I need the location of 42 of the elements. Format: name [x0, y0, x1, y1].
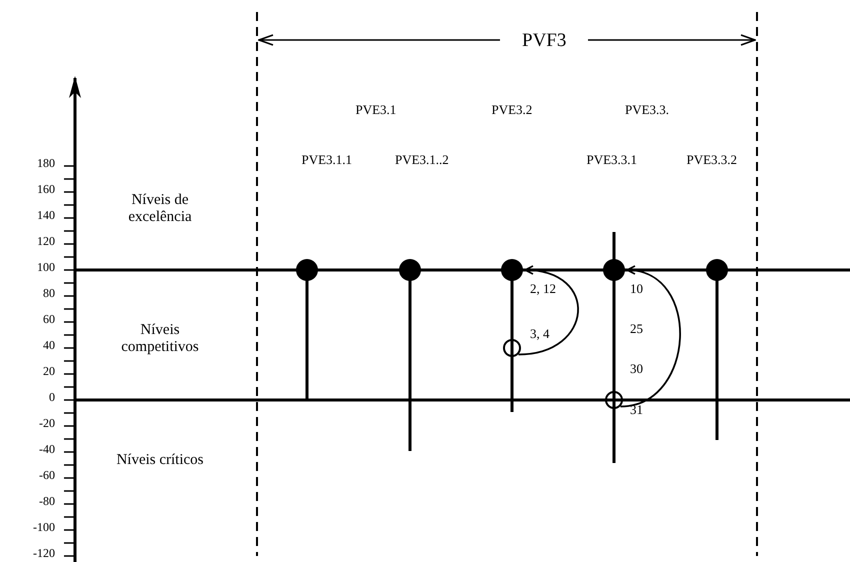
tick-label: 60	[43, 313, 55, 327]
tick-label: 160	[37, 183, 55, 197]
filled-dot	[399, 259, 421, 281]
filled-dot	[296, 259, 318, 281]
value-label: 2, 12	[530, 282, 556, 297]
column-label: PVE3.2	[492, 103, 532, 118]
column-label: PVE3.3.	[625, 103, 670, 118]
tick-label: -20	[39, 417, 55, 431]
tick-label: 140	[37, 209, 55, 223]
tick-label: 0	[49, 391, 55, 405]
tick-label: 80	[43, 287, 55, 301]
tick-label: -100	[33, 521, 55, 535]
column-label: PVE3.1..2	[395, 153, 449, 168]
level-label: Níveis competitivos	[120, 322, 200, 356]
span-label: PVF3	[522, 30, 566, 52]
curved-arrow	[518, 266, 579, 356]
value-label: 10	[630, 282, 643, 297]
value-label: 25	[630, 322, 643, 337]
open-circle	[605, 391, 623, 409]
value-label: 30	[630, 362, 643, 377]
column-label: PVE3.1	[356, 103, 396, 118]
filled-dot	[706, 259, 728, 281]
tick-label: -80	[39, 495, 55, 509]
column-label: PVE3.3.2	[686, 153, 738, 168]
tick-label: 100	[37, 261, 55, 275]
curved-arrow	[620, 266, 681, 408]
filled-dot	[603, 259, 625, 281]
filled-dot	[501, 259, 523, 281]
tick-label: -120	[33, 547, 55, 561]
level-label: Níveis de excelência	[127, 192, 193, 226]
tick-label: 40	[43, 339, 55, 353]
value-label: 3, 4	[530, 327, 550, 342]
tick-label: 120	[37, 235, 55, 249]
value-label: 31	[630, 403, 643, 418]
column-label: PVE3.3.1	[586, 153, 638, 168]
tick-label: 180	[37, 157, 55, 171]
tick-label: -60	[39, 469, 55, 483]
level-label: Níveis críticos	[115, 452, 205, 470]
tick-label: -40	[39, 443, 55, 457]
open-circle	[503, 339, 521, 357]
tick-label: 20	[43, 365, 55, 379]
column-label: PVE3.1.1	[302, 153, 352, 168]
